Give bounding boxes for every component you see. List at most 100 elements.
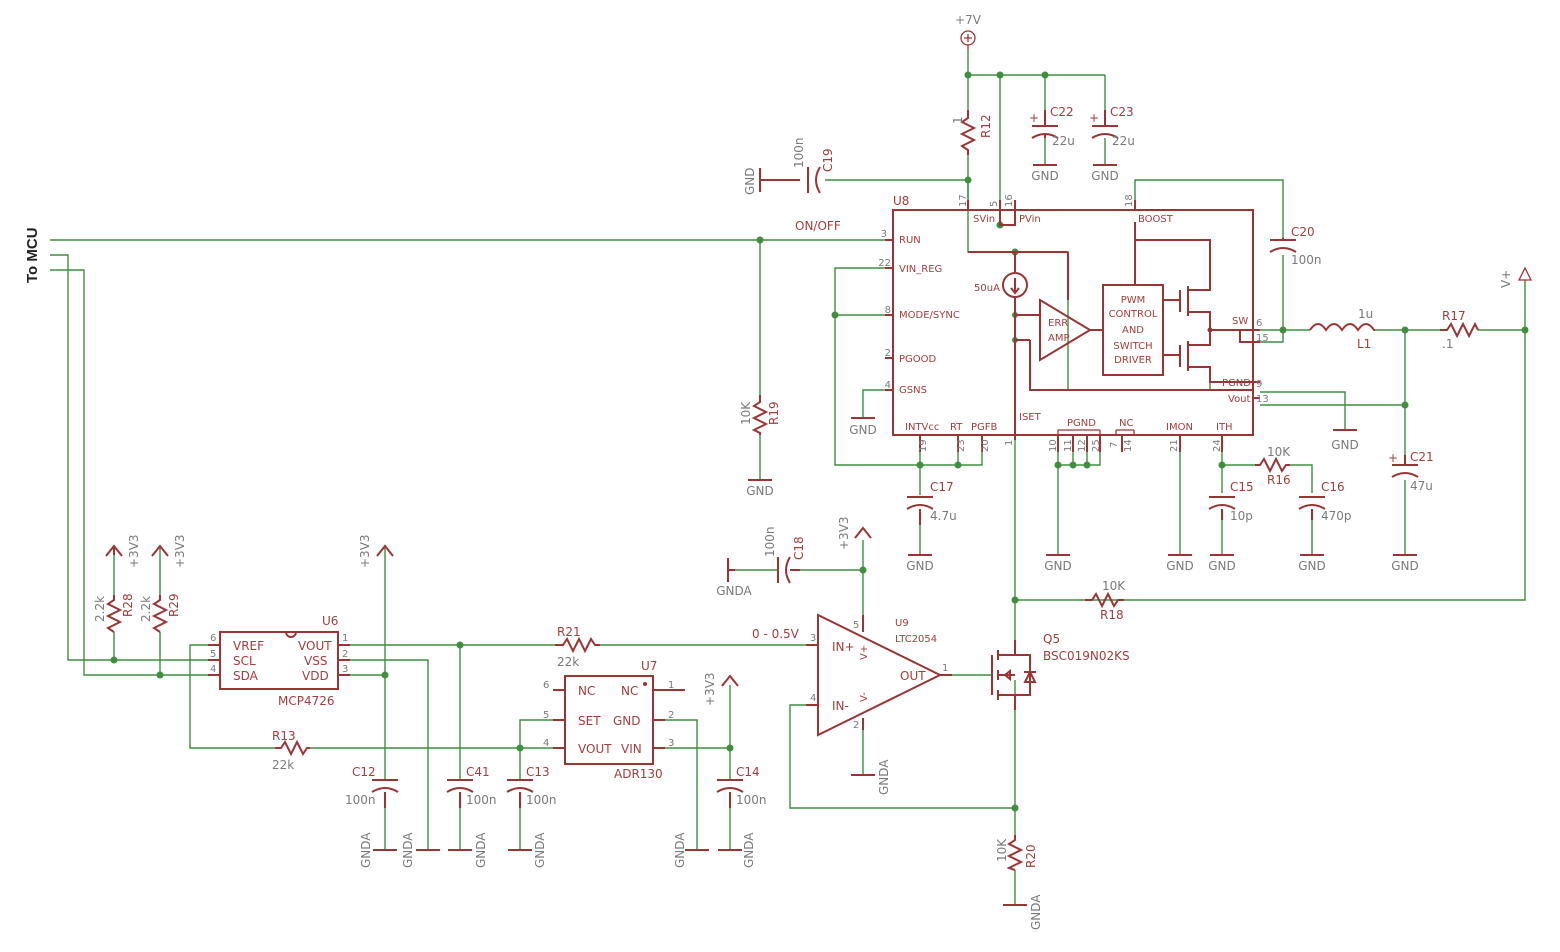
svg-text:3: 3 <box>810 633 816 644</box>
supply-vplus: V+ <box>1499 266 1533 288</box>
svg-text:10K: 10K <box>995 838 1009 862</box>
svg-text:22k: 22k <box>272 758 294 772</box>
svg-text:3: 3 <box>342 664 348 675</box>
svg-text:GNDA: GNDA <box>877 759 891 795</box>
capacitors: + C22 22u + C23 22u C19 100n C20 100n + … <box>345 105 1434 808</box>
net-vref <box>189 644 555 850</box>
svg-text:C18: C18 <box>792 536 806 560</box>
svg-text:SWITCH: SWITCH <box>1113 341 1152 352</box>
svg-text:+: + <box>1388 451 1398 465</box>
svg-text:12: 12 <box>1077 439 1088 452</box>
svg-text:21: 21 <box>1169 439 1180 452</box>
svg-text:Vout: Vout <box>1228 394 1251 405</box>
u6-dac: U6 MCP4726 VREF SCL SDA VOUT VSS VDD 6 5… <box>208 614 350 708</box>
svg-text:GND: GND <box>1391 559 1419 573</box>
svg-text:INTVcc: INTVcc <box>905 422 939 433</box>
svg-text:GND: GND <box>1166 559 1194 573</box>
svg-text:2: 2 <box>885 348 891 359</box>
svg-text:ADR130: ADR130 <box>614 767 663 781</box>
svg-text:PGOOD: PGOOD <box>899 354 937 365</box>
svg-text:100n: 100n <box>345 793 376 807</box>
svg-text:100n: 100n <box>466 793 497 807</box>
svg-text:20: 20 <box>980 439 991 452</box>
svg-text:+3V3: +3V3 <box>358 534 372 568</box>
svg-text:10K: 10K <box>739 401 753 425</box>
svg-text:4: 4 <box>543 738 549 749</box>
svg-text:R17: R17 <box>1442 309 1466 323</box>
svg-text:R19: R19 <box>767 401 781 425</box>
svg-text:PGND: PGND <box>1067 418 1096 429</box>
net-ith <box>1221 452 1313 555</box>
svg-text:GND: GND <box>743 167 757 195</box>
net-r12-ic <box>967 180 1211 391</box>
svg-text:C13: C13 <box>526 765 550 779</box>
svg-text:C19: C19 <box>821 148 835 172</box>
ground-symbols: GND GND GND GND GND GND GND GND GND GND … <box>359 164 1419 930</box>
svg-text:ON/OFF: ON/OFF <box>795 219 841 233</box>
svg-text:1: 1 <box>668 680 674 691</box>
svg-text:10p: 10p <box>1230 509 1253 523</box>
svg-text:VIN_REG: VIN_REG <box>899 264 942 275</box>
svg-text:NC: NC <box>621 684 638 698</box>
svg-text:MCP4726: MCP4726 <box>278 694 335 708</box>
svg-text:5: 5 <box>543 710 549 721</box>
svg-text:2: 2 <box>853 720 859 731</box>
svg-text:V-: V- <box>859 692 870 702</box>
net-gnd-stubs <box>1044 138 1106 165</box>
svg-text:PWM: PWM <box>1121 295 1146 306</box>
svg-text:15: 15 <box>1256 333 1269 344</box>
svg-text:2: 2 <box>668 710 674 721</box>
svg-text:VOUT: VOUT <box>578 742 612 756</box>
svg-text:PVin: PVin <box>1019 214 1041 225</box>
u7-reference: U7 ADR130 NC SET VOUT NC GND VIN 6 5 4 1… <box>543 659 685 781</box>
inductor-l1: 1u L1 <box>1309 307 1375 351</box>
svg-text:24: 24 <box>1212 439 1223 452</box>
svg-text:ISET: ISET <box>1019 412 1042 423</box>
svg-text:11: 11 <box>1063 439 1074 452</box>
svg-text:GND: GND <box>613 714 641 728</box>
svg-text:C41: C41 <box>466 765 490 779</box>
svg-text:GND: GND <box>906 559 934 573</box>
svg-text:C14: C14 <box>736 765 760 779</box>
svg-text:RT: RT <box>950 422 963 433</box>
svg-text:3: 3 <box>668 738 674 749</box>
svg-text:1: 1 <box>951 116 965 124</box>
svg-text:3: 3 <box>881 229 887 240</box>
svg-text:4: 4 <box>210 664 216 675</box>
svg-text:47u: 47u <box>1410 479 1433 493</box>
svg-text:+3V3: +3V3 <box>837 516 851 550</box>
svg-text:GNDA: GNDA <box>474 832 488 868</box>
svg-text:2.2k: 2.2k <box>93 596 107 622</box>
svg-text:GND: GND <box>849 423 877 437</box>
svg-text:9: 9 <box>1256 379 1262 390</box>
svg-text:6: 6 <box>1256 318 1262 329</box>
svg-text:18: 18 <box>1124 194 1135 207</box>
svg-text:+3V3: +3V3 <box>703 672 717 706</box>
svg-text:R29: R29 <box>167 593 181 617</box>
svg-text:8: 8 <box>885 305 891 316</box>
svg-text:R28: R28 <box>121 593 135 617</box>
svg-text:ITH: ITH <box>1216 422 1233 433</box>
u9-opamp: IN+ IN- OUT V+ V- U9 LTC2054 3 4 1 5 2 <box>806 613 952 737</box>
svg-text:4: 4 <box>885 380 891 391</box>
net-gsns <box>862 389 885 418</box>
svg-text:GNDA: GNDA <box>716 584 752 598</box>
svg-text:22: 22 <box>878 258 891 269</box>
svg-text:SVin: SVin <box>973 214 995 225</box>
svg-text:5: 5 <box>853 620 859 631</box>
svg-text:1u: 1u <box>1358 307 1373 321</box>
svg-text:R16: R16 <box>1267 473 1291 487</box>
svg-text:V+: V+ <box>859 645 870 660</box>
svg-text:SDA: SDA <box>233 669 259 683</box>
svg-text:PGFB: PGFB <box>971 422 998 433</box>
svg-text:U7: U7 <box>641 659 657 673</box>
svg-text:R13: R13 <box>272 729 296 743</box>
svg-text:22k: 22k <box>557 655 579 669</box>
svg-text:To MCU: To MCU <box>24 227 41 283</box>
svg-text:+3V3: +3V3 <box>127 534 141 568</box>
net-7v-rail <box>967 50 1106 225</box>
svg-text:100n: 100n <box>1291 253 1322 267</box>
svg-text:10K: 10K <box>1102 579 1126 593</box>
svg-text:5: 5 <box>989 201 1000 207</box>
svg-text:U6: U6 <box>322 614 338 628</box>
